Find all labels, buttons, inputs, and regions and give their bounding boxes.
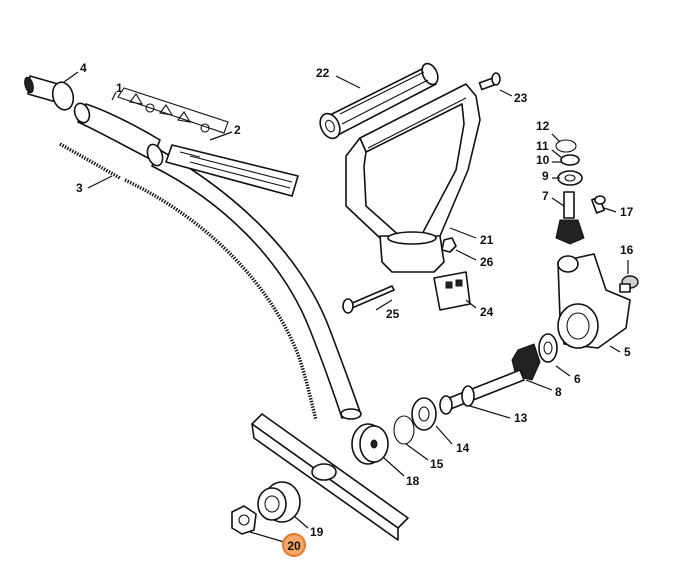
bearing-14[interactable] (411, 397, 437, 431)
screw-23[interactable] (478, 72, 501, 91)
circlip-12[interactable] (555, 139, 577, 153)
flex-shaft[interactable] (59, 142, 318, 421)
callout-14[interactable]: 14 (456, 441, 470, 455)
callout-23[interactable]: 23 (514, 91, 528, 105)
clamp-24[interactable] (433, 271, 471, 311)
callout-9[interactable]: 9 (542, 169, 549, 183)
bearing-6[interactable] (538, 333, 558, 363)
warning-decal (117, 87, 229, 134)
gear-housing-5[interactable] (557, 253, 631, 349)
thrust-washer-19[interactable] (257, 481, 301, 523)
spacer-10[interactable] (560, 154, 580, 166)
callout-15[interactable]: 15 (430, 457, 444, 471)
callout-12[interactable]: 12 (536, 119, 550, 133)
callout-20[interactable]: 20 (287, 539, 301, 553)
end-cap[interactable] (23, 75, 76, 112)
label-strip[interactable] (165, 144, 299, 197)
screw-17[interactable] (591, 195, 606, 214)
callout-labels: 1 2 3 4 5 6 7 8 9 10 11 12 13 14 15 16 1… (76, 61, 634, 557)
callout-25[interactable]: 25 (386, 307, 400, 321)
callout-4[interactable]: 4 (80, 61, 87, 75)
nut-26[interactable] (441, 237, 457, 253)
callout-20-highlight[interactable]: 20 (282, 533, 306, 557)
callout-19[interactable]: 19 (310, 525, 324, 539)
screw-25[interactable] (342, 285, 395, 314)
cutting-blade[interactable] (251, 413, 409, 541)
callout-17[interactable]: 17 (620, 205, 634, 219)
output-shaft-13[interactable] (439, 369, 525, 415)
callout-26[interactable]: 26 (480, 255, 494, 269)
drive-tube[interactable] (72, 101, 362, 420)
callout-3[interactable]: 3 (76, 181, 83, 195)
callout-22[interactable]: 22 (316, 66, 330, 80)
callout-1[interactable]: 1 (116, 81, 123, 95)
callout-11[interactable]: 11 (536, 139, 549, 153)
callout-10[interactable]: 10 (536, 153, 550, 167)
callout-8[interactable]: 8 (555, 385, 562, 399)
callout-6[interactable]: 6 (574, 372, 581, 386)
callout-5[interactable]: 5 (624, 345, 631, 359)
callout-21[interactable]: 21 (480, 233, 494, 247)
screw-16[interactable] (619, 275, 639, 293)
thrust-plate-18[interactable] (351, 423, 389, 465)
callout-2[interactable]: 2 (234, 123, 241, 137)
handle-frame[interactable] (345, 83, 481, 273)
mounting-nut-20[interactable] (231, 505, 257, 535)
callout-16[interactable]: 16 (620, 243, 634, 257)
callout-24[interactable]: 24 (480, 305, 494, 319)
callout-18[interactable]: 18 (406, 474, 420, 488)
callout-7[interactable]: 7 (542, 189, 549, 203)
pinion-7[interactable] (555, 191, 585, 245)
bearing-9[interactable] (557, 170, 583, 186)
leader-lines (63, 71, 629, 543)
callout-13[interactable]: 13 (514, 411, 528, 425)
circlip-15[interactable] (393, 415, 415, 445)
handle-grip[interactable] (316, 61, 441, 142)
